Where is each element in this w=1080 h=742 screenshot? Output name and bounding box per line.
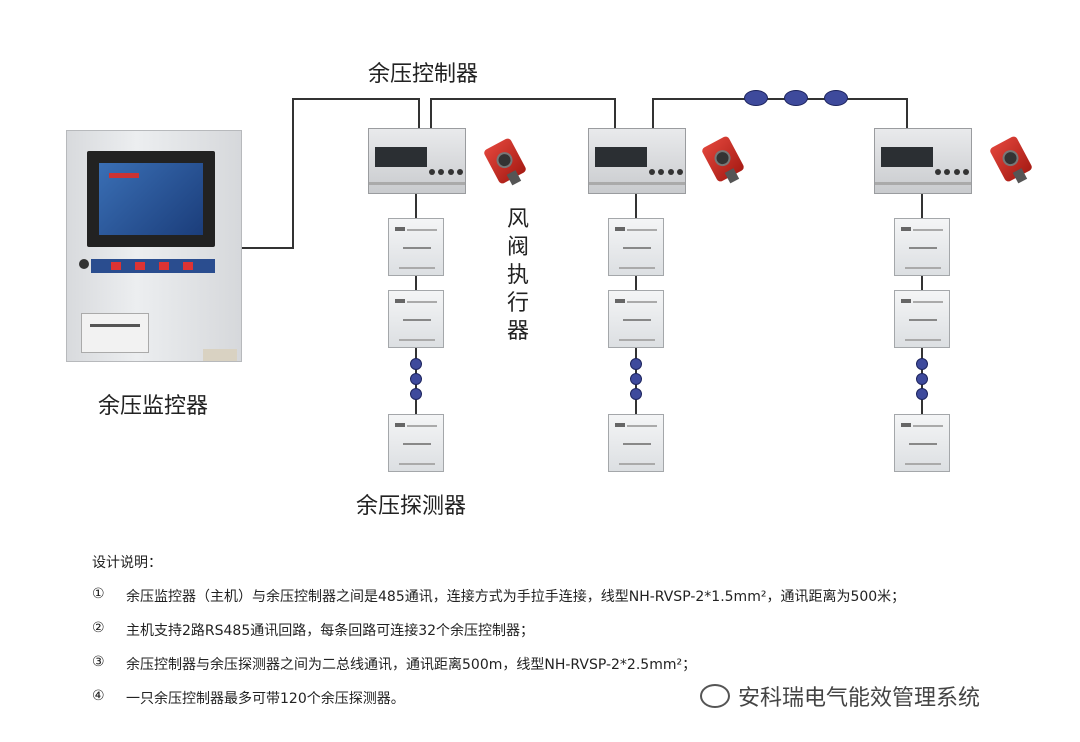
damper-actuator-icon [700, 135, 746, 184]
chain-continuation-dot [916, 373, 928, 385]
watermark-text: 安科瑞电气能效管理系统 [738, 686, 981, 711]
wechat-icon [700, 684, 730, 708]
note-item: ① 余压监控器（主机）与余压控制器之间是485通讯，连接方式为手拉手连接，线型NH… [92, 586, 905, 620]
note-text: 余压监控器（主机）与余压控制器之间是485通讯，连接方式为手拉手连接，线型NH-… [126, 589, 906, 605]
damper-actuator-icon [482, 137, 528, 186]
controller-unit [874, 128, 972, 194]
monitor-label: 余压监控器 [98, 394, 209, 419]
chain-continuation-dot [630, 388, 642, 400]
actuator-label-char: 器 [506, 319, 529, 344]
key-switch-icon [79, 259, 89, 269]
detector-unit [388, 290, 444, 348]
actuator-label-char: 行 [506, 291, 529, 316]
chain-continuation-dot [410, 388, 422, 400]
detector-unit [608, 290, 664, 348]
detector-unit [388, 414, 444, 472]
wire-bus-top-1 [292, 98, 420, 100]
note-text: 主机支持2路RS485通讯回路，每条回路可连接32个余压控制器； [126, 623, 535, 639]
wire-bus-ctrl2-ctrl3 [652, 98, 908, 100]
actuator-label: 风 阀 执 行 器 [505, 206, 531, 346]
wire-up-ctrl1 [430, 98, 432, 128]
wire-monitor-vertical [292, 98, 294, 249]
wire-monitor-horizontal [242, 247, 294, 249]
detector-label: 余压探测器 [356, 494, 467, 519]
chain-continuation-dot [916, 388, 928, 400]
brand-logo [109, 173, 139, 178]
watermark: 安科瑞电气能效管理系统 [700, 680, 980, 712]
detector-unit [388, 218, 444, 276]
bus-continuation-dot [744, 90, 768, 106]
actuator-label-char: 风 [506, 207, 529, 232]
design-notes: 设计说明： ① 余压监控器（主机）与余压控制器之间是485通讯，连接方式为手拉手连… [92, 552, 905, 722]
wire-drop-ctrl1 [418, 98, 420, 128]
actuator-label-char: 阀 [506, 235, 529, 260]
monitor-button-bar [91, 259, 215, 273]
detector-unit [894, 290, 950, 348]
damper-actuator-icon [988, 135, 1034, 184]
chain-continuation-dot [630, 358, 642, 370]
monitor-screen [87, 151, 215, 247]
controller-unit [368, 128, 466, 194]
note-item: ④ 一只余压控制器最多可带120个余压探测器。 [92, 688, 905, 722]
controller-unit [588, 128, 686, 194]
chain-continuation-dot [410, 358, 422, 370]
printer-icon [81, 313, 149, 353]
note-number: ② [92, 620, 105, 636]
chain-continuation-dot [916, 358, 928, 370]
wire-up-ctrl2 [652, 98, 654, 128]
note-number: ③ [92, 654, 105, 670]
detector-unit [894, 414, 950, 472]
bus-continuation-dot [824, 90, 848, 106]
nameplate [203, 349, 237, 361]
notes-title: 设计说明： [92, 555, 162, 571]
note-text: 一只余压控制器最多可带120个余压探测器。 [126, 691, 405, 707]
detector-unit [608, 414, 664, 472]
controller-label: 余压控制器 [368, 62, 479, 87]
wire-drop-ctrl2 [614, 98, 616, 128]
note-number: ① [92, 586, 105, 602]
detector-unit [608, 218, 664, 276]
actuator-label-char: 执 [506, 263, 529, 288]
chain-continuation-dot [410, 373, 422, 385]
note-number: ④ [92, 688, 105, 704]
note-item: ② 主机支持2路RS485通讯回路，每条回路可连接32个余压控制器； [92, 620, 905, 654]
wire-drop-ctrl3 [906, 98, 908, 128]
wire-bus-ctrl1-ctrl2 [430, 98, 616, 100]
note-text: 余压控制器与余压探测器之间为二总线通讯，通讯距离500m，线型NH-RVSP-2… [126, 657, 697, 673]
detector-unit [894, 218, 950, 276]
bus-continuation-dot [784, 90, 808, 106]
chain-continuation-dot [630, 373, 642, 385]
monitor-cabinet [66, 130, 242, 362]
note-item: ③ 余压控制器与余压探测器之间为二总线通讯，通讯距离500m，线型NH-RVSP-… [92, 654, 905, 688]
